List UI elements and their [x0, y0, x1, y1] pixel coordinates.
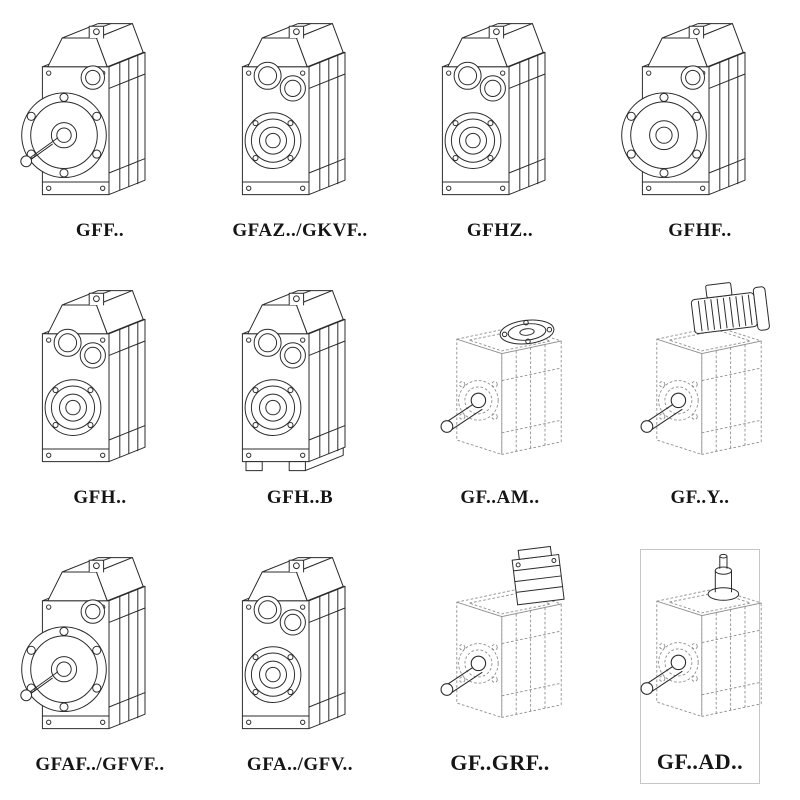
- product-label: GF..Y..: [670, 487, 730, 508]
- product-cell: GFAF../GFVF..: [40, 549, 164, 784]
- product-label: GFA../GFV..: [246, 754, 354, 775]
- gearbox-hollow-shaft-drawing: [7, 269, 193, 485]
- gearbox-flange-shaft-drawing: [7, 536, 193, 752]
- product-label: GF..AM..: [460, 487, 540, 508]
- product-label: GFAF../GFVF..: [35, 754, 165, 775]
- product-cell: GFH..B: [240, 282, 360, 517]
- gearbox-symbol-use: [622, 24, 745, 195]
- product-label: GFH..: [73, 487, 127, 508]
- product-cell: GFHZ..: [440, 16, 560, 250]
- gearbox-hollow-shaft-drawing: [207, 536, 393, 752]
- product-label: GFF..: [75, 220, 125, 241]
- product-label: GFHZ..: [466, 220, 534, 241]
- product-label: GF..GRF..: [450, 750, 550, 775]
- product-cell: GF..AM..: [440, 282, 560, 517]
- product-cell: GFF..: [40, 16, 160, 250]
- product-cell: GFHF..: [640, 16, 760, 250]
- gearbox-hollow-shaft-drawing: [207, 2, 393, 218]
- product-label: GFAZ../GKVF..: [232, 220, 368, 241]
- product-cell: GFA../GFV..: [240, 549, 360, 784]
- product-label: GF..AD..: [656, 749, 744, 774]
- gearbox-symbol-use: [641, 278, 770, 454]
- product-cell: GF..AD..: [640, 549, 760, 784]
- gearbox-input-shaft-phantom-drawing: [607, 531, 793, 747]
- product-label: GFHF..: [668, 220, 732, 241]
- gearbox-symbol-use: [441, 318, 561, 455]
- gearbox-adapter-phantom-drawing: [407, 269, 593, 485]
- gearbox-flange-drawing: [607, 2, 793, 218]
- gearbox-symbol-use: [42, 291, 145, 462]
- gearbox-symbol-use: [21, 24, 145, 195]
- gearbox-symbol-use: [441, 546, 564, 718]
- product-cell: GFH..: [40, 282, 160, 517]
- gearbox-symbol-use: [641, 554, 761, 716]
- gearbox-foot-mounted-drawing: [207, 269, 393, 485]
- gearbox-flange-shaft-drawing: [7, 2, 193, 218]
- product-label: GFH..B: [266, 487, 334, 508]
- product-cell: GFAZ../GKVF..: [232, 16, 367, 250]
- gearbox-symbol-use: [242, 558, 345, 729]
- product-cell: GF..Y..: [640, 282, 760, 517]
- gearbox-symbol-use: [21, 558, 145, 729]
- gearbox-adapter-housing-phantom-drawing: [407, 532, 593, 748]
- product-cell: GF..GRF..: [440, 549, 560, 784]
- gearbox-symbol-use: [242, 24, 345, 195]
- gearbox-symbol-use: [442, 24, 545, 195]
- gearbox-hollow-shaft-drawing: [407, 2, 593, 218]
- gearbox-symbol-use: [242, 291, 345, 471]
- gearbox-motor-phantom-drawing: [607, 269, 793, 485]
